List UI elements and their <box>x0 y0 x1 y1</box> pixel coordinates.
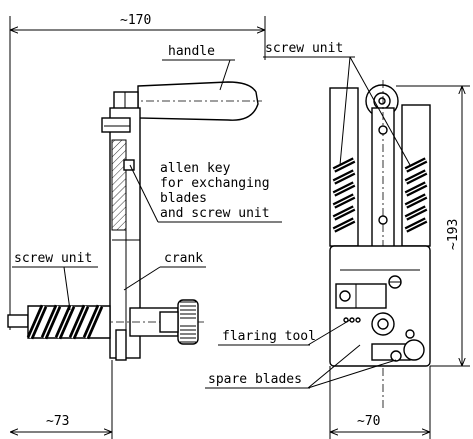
label-handle: handle <box>162 44 235 91</box>
handle-grip <box>113 81 262 121</box>
label-screw-unit-left: screw unit <box>12 251 98 311</box>
base-block <box>329 245 431 367</box>
dimension-right-bottom: ~70 <box>329 366 431 439</box>
label-allen-key-line4: and screw unit <box>160 206 270 221</box>
label-allen-key-line3: blades <box>160 191 207 206</box>
label-handle-text: handle <box>168 44 215 59</box>
dimension-top-width-label: ~170 <box>120 13 151 28</box>
adjust-knob <box>100 299 205 345</box>
label-allen-key: allen key for exchanging blades and scre… <box>129 161 282 223</box>
screw-unit-left <box>7 304 111 340</box>
dimension-top-width: ~170 <box>9 13 266 330</box>
label-flaring-tool-text: flaring tool <box>222 329 316 344</box>
dimension-height-label: ~193 <box>446 219 461 250</box>
label-spare-blades: spare blades <box>205 344 397 389</box>
label-screw-unit-left-text: screw unit <box>14 251 92 266</box>
dimension-left-bottom-label: ~73 <box>46 414 69 429</box>
side-view <box>7 81 262 361</box>
label-allen-key-line2: for exchanging <box>160 176 270 191</box>
label-spare-blades-text: spare blades <box>208 372 302 387</box>
label-screw-unit-top-text: screw unit <box>265 41 343 56</box>
label-screw-unit-top: screw unit <box>263 41 411 166</box>
dimension-height: ~193 <box>396 85 470 367</box>
upright-left <box>329 87 359 247</box>
front-view <box>329 80 431 410</box>
label-crank: crank <box>123 251 206 291</box>
dimension-right-bottom-label: ~70 <box>357 414 380 429</box>
label-flaring-tool: flaring tool <box>218 319 351 346</box>
label-allen-key-line1: allen key <box>160 161 231 176</box>
dimension-left-bottom: ~73 <box>10 360 113 439</box>
upright-right <box>401 104 431 247</box>
label-crank-text: crank <box>164 251 203 266</box>
